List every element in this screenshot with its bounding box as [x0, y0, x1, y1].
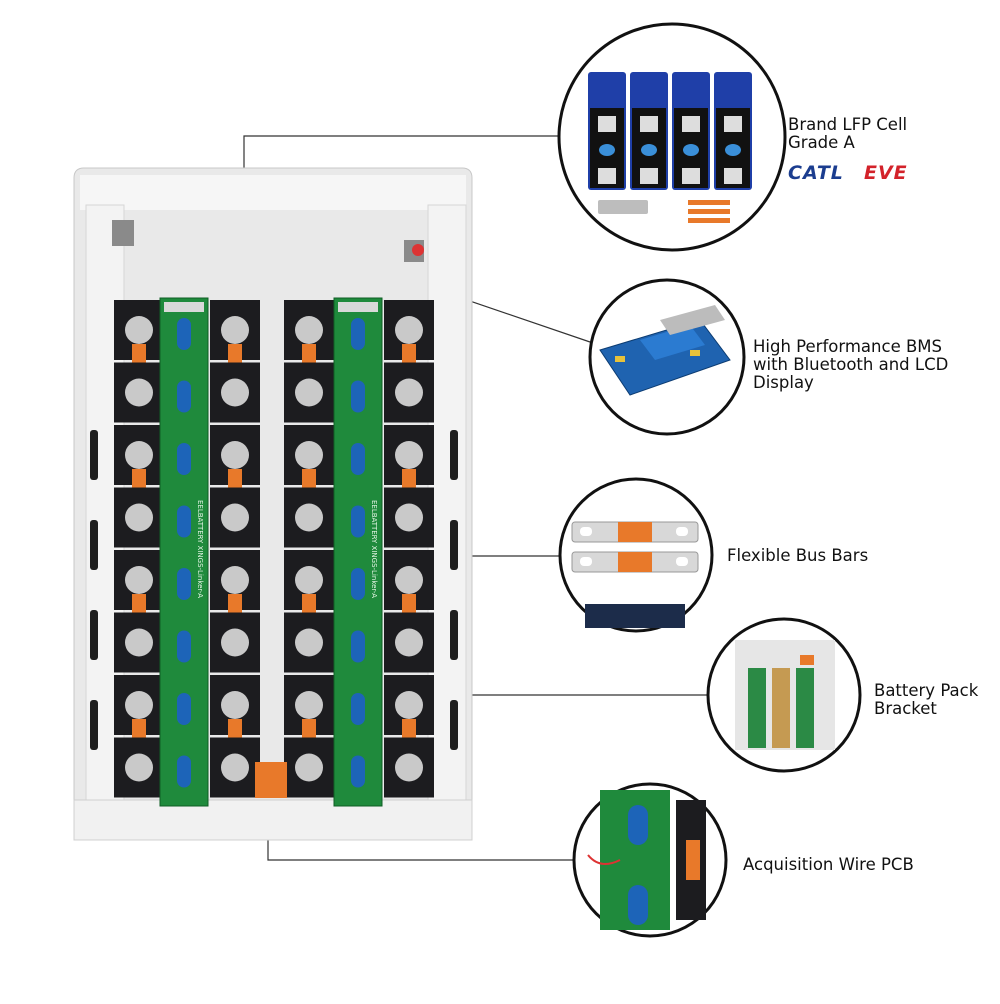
cell-terminal	[295, 628, 323, 657]
callout-cells-circle	[557, 22, 787, 252]
cell-terminal	[125, 316, 153, 344]
callout-label-pcb: Acquisition Wire PCB	[743, 855, 914, 874]
bottom-bus-bar	[255, 762, 287, 798]
pcb-hole	[177, 380, 191, 413]
cell-terminal	[221, 753, 249, 782]
pcb-hole	[177, 755, 191, 788]
pcb-hole	[351, 380, 365, 413]
cell-terminal	[125, 753, 153, 782]
callout-label-cells: Brand LFP Cell Grade A	[788, 115, 908, 152]
cell-terminal	[125, 378, 153, 407]
pcb-hole	[177, 630, 191, 663]
brand-logo-eve: EVE	[864, 162, 908, 184]
bracket-illustration	[735, 640, 835, 750]
cell-terminal	[395, 503, 423, 532]
pcb-hole	[177, 443, 191, 475]
acquisition-pcb-left: EELBATTERY XINGS-Linker-A	[159, 297, 209, 807]
callout-busbars-circle	[558, 477, 714, 633]
brand-logo-catl: CATL	[788, 162, 844, 184]
housing-slots	[90, 430, 458, 750]
cell-terminal	[125, 441, 153, 469]
pcb-hole	[351, 318, 365, 350]
cell-terminal	[125, 503, 153, 532]
pcb-hole	[351, 755, 365, 788]
callout-label-busbars: Flexible Bus Bars	[727, 546, 869, 565]
cell-terminal	[295, 316, 323, 344]
callout-bms-circle	[588, 278, 746, 436]
bus-bar-illustration	[571, 521, 699, 628]
cell-terminal	[221, 691, 249, 719]
cell-terminal	[295, 378, 323, 407]
cell-terminal	[295, 566, 323, 594]
cell-terminal	[221, 441, 249, 469]
pcb-hole	[177, 318, 191, 350]
callout-bracket-circle	[706, 617, 862, 773]
pcb-closeup-illustration	[587, 790, 706, 930]
cell-terminal	[125, 691, 153, 719]
pcb-hole	[177, 693, 191, 725]
callout-pcb-circle	[572, 782, 728, 938]
cell-terminal	[125, 566, 153, 594]
pcb-print-left: EELBATTERY XINGS-Linker-A	[196, 500, 204, 598]
bms-board-illustration	[599, 305, 731, 396]
cell-terminal	[221, 566, 249, 594]
cell-terminal	[395, 753, 423, 782]
callout-label-bms: High Performance BMS with Bluetooth and …	[753, 337, 949, 392]
cell-terminal	[221, 316, 249, 344]
cell-terminal	[395, 378, 423, 407]
pcb-hole	[351, 443, 365, 475]
acquisition-pcb-right: EELBATTERY XINGS-Linker-A	[333, 297, 383, 807]
cell-terminal	[395, 316, 423, 344]
pcb-hole	[177, 505, 191, 538]
mounting-bracket-left	[112, 220, 134, 246]
cell-stack-group	[114, 300, 434, 798]
cell-terminal	[295, 441, 323, 469]
cell-terminal	[295, 753, 323, 782]
pcb-hole	[351, 630, 365, 663]
cell-terminal	[221, 378, 249, 407]
cell-terminal	[295, 691, 323, 719]
callout-label-bracket: Battery Pack Bracket	[874, 681, 979, 718]
pcb-holes	[177, 318, 365, 788]
pcb-hole	[351, 505, 365, 538]
pcb-print-right: EELBATTERY XINGS-Linker-A	[370, 500, 378, 598]
cell-terminal	[395, 691, 423, 719]
cell-terminal	[221, 628, 249, 657]
cell-terminal	[395, 628, 423, 657]
pcb-hole	[177, 568, 191, 600]
cell-terminal	[395, 566, 423, 594]
lfp-cells-illustration	[588, 72, 752, 223]
cell-terminal	[221, 503, 249, 532]
cell-terminal	[395, 441, 423, 469]
cell-terminal	[125, 628, 153, 657]
pcb-hole	[351, 568, 365, 600]
pcb-hole	[351, 693, 365, 725]
cell-terminal	[295, 503, 323, 532]
